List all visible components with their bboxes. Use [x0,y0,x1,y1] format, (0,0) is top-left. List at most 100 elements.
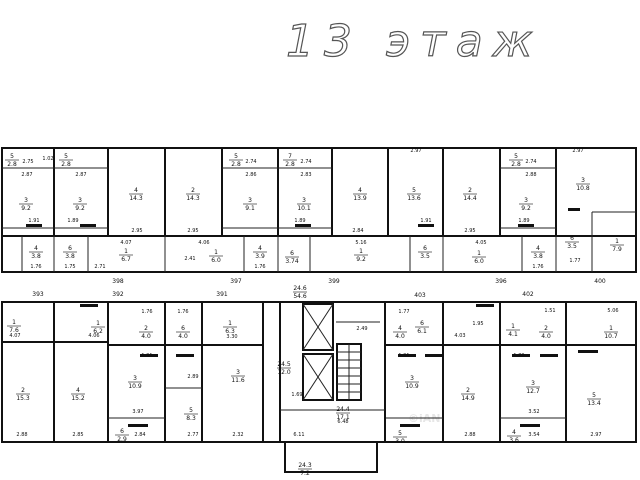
room-number: 6 [68,245,72,252]
fixture [518,224,534,227]
room-area: 6.0 [474,258,484,265]
room-area: 10.7 [604,333,618,340]
dimension-value: 2.97 [572,148,583,154]
room-area: 54.6 [293,293,307,300]
dimension-value: 2.87 [21,172,32,178]
room-area: 14.9 [461,395,475,402]
room-area: 3.5 [567,243,577,250]
dimension-value: 4.05 [475,240,486,246]
room-area: 2.8 [61,161,71,168]
upper-block-outline [1,147,637,273]
dimension-value: 2.41 [184,256,195,262]
room-area: 9.2 [21,205,31,212]
fixture [520,424,540,427]
room-area: 3.0 [395,438,405,445]
room-area: 12.0 [277,369,291,376]
dimension-value: 1.76 [177,309,188,315]
room-area: 9.2 [521,205,531,212]
dimension-value: 2.97 [410,148,421,154]
dimension-value: 1.75 [64,264,75,270]
room-area: 15.2 [71,395,85,402]
room-number: 3 [24,197,28,204]
fixture [400,424,420,427]
room-area: 13.9 [353,195,367,202]
fixture [140,354,158,357]
room-number: 3 [524,197,528,204]
dimension-value: 2.71 [94,264,105,270]
fixture [128,424,148,427]
room-number: 24.5 [277,361,291,368]
room-number: 3 [581,177,585,184]
fixture [26,224,42,227]
room-area: 14.4 [463,195,477,202]
room-number: 1 [214,249,218,256]
dimension-value: 2.87 [75,172,86,178]
fixture [540,354,558,357]
dimension-value: 1.02 [42,156,53,162]
room-area: 2.8 [7,161,17,168]
room-number: 5 [398,430,402,437]
elevator-shaft [302,303,334,351]
room-number: 2 [466,387,470,394]
room-number: 2 [544,325,548,332]
room-area: 6.2 [93,328,103,335]
room-number: 3 [302,197,306,204]
room-number: 1 [228,320,232,327]
dimension-value: 1.91 [28,218,39,224]
dimension-value: 1.76 [532,264,543,270]
room-number: 4 [258,245,262,252]
dimension-value: 2.84 [352,228,363,234]
dimension-value: 1.77 [398,309,409,315]
room-area: 13.4 [587,400,601,407]
elevator-shaft [302,353,334,401]
room-area: 3.8 [65,253,75,260]
room-area: 14.3 [186,195,200,202]
dimension-value: 2.84 [134,432,145,438]
dimension-value: 2.88 [464,432,475,438]
room-number: 3 [236,369,240,376]
dimension-value: 1.95 [472,321,483,327]
room-area: 2.8 [231,161,241,168]
fixture [425,354,443,357]
dimension-value: 1.76 [254,264,265,270]
room-number: 1 [12,319,16,326]
room-number: 4 [134,187,138,194]
dimension-value: 1.89 [294,218,305,224]
room-area: 3.8 [31,253,41,260]
room-number: 3 [531,380,535,387]
room-number: 1 [124,248,128,255]
room-number: 24.4 [336,406,350,413]
dimension-value: 1.91 [420,218,431,224]
room-number: 7 [288,153,292,160]
room-number: 2 [191,187,195,194]
dimension-value: 4.06 [88,333,99,339]
room-area: 4.0 [178,333,188,340]
room-area: 9.2 [356,256,366,263]
room-number: 4 [34,245,38,252]
dimension-value: 3.52 [528,409,539,415]
dimension-value: 2.95 [187,228,198,234]
dimension-value: 1.69 [291,392,302,398]
room-number: 5 [592,392,596,399]
room-area: 3.74 [285,258,299,265]
dimension-value: 2.74 [245,159,256,165]
vestibule [284,441,378,473]
fixture [80,304,98,307]
room-area: 2.8 [285,161,295,168]
room-area: 2.8 [511,161,521,168]
room-number: 3 [248,197,252,204]
corridor-number: 403 [414,292,426,299]
room-number: 6 [120,428,124,435]
corridor-number: 399 [328,278,340,285]
room-number: 3 [78,197,82,204]
room-area: 17.1 [336,414,350,421]
dimension-value: 1.91 [398,353,409,359]
walls [1,147,637,473]
room-area: 7.6 [9,327,19,334]
room-number: 4 [512,429,516,436]
room-area: 6.1 [417,328,427,335]
room-area: 6.3 [225,328,235,335]
